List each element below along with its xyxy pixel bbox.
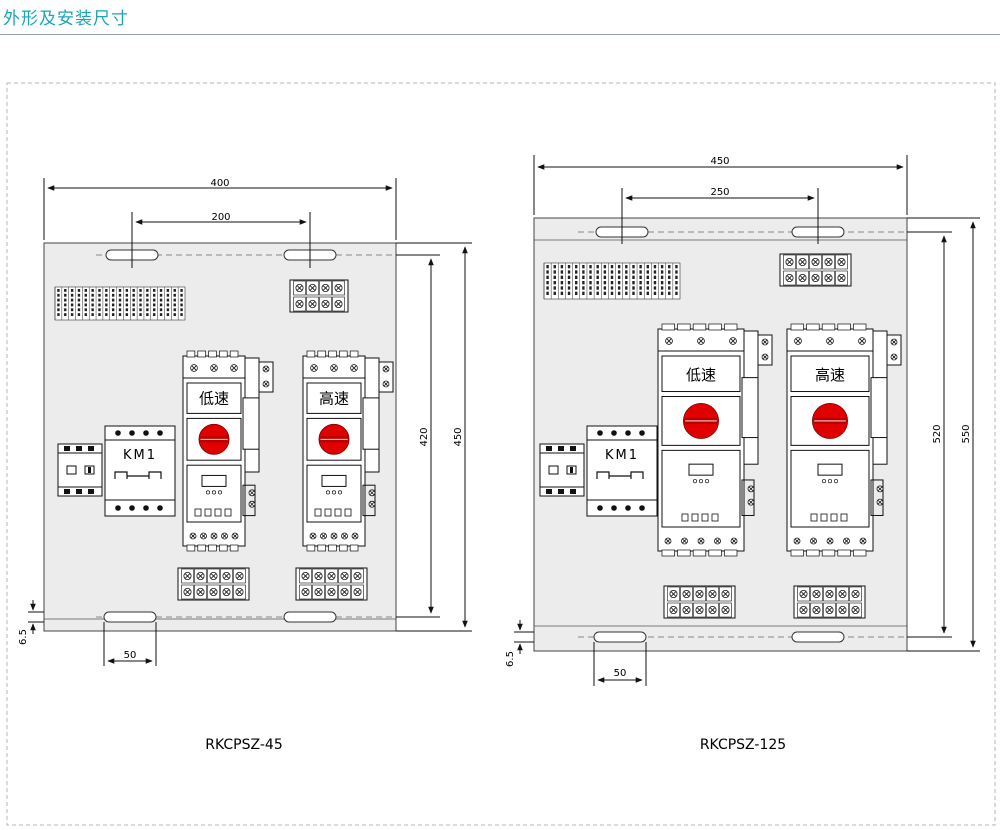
starter-label: 高速	[319, 390, 349, 408]
terminal-dot	[115, 505, 121, 511]
push-button-icon	[224, 508, 232, 517]
terminal-dot	[597, 430, 603, 436]
terminal-strip	[54, 286, 186, 321]
mounting-slot	[283, 611, 337, 623]
dim-slot: 50	[614, 668, 627, 679]
terminal-block	[295, 567, 368, 601]
relay-module	[57, 443, 103, 497]
terminal-block	[663, 585, 736, 619]
terminal-dot	[143, 505, 149, 511]
terminal-dot	[639, 430, 645, 436]
model-name: RKCPSZ-125	[700, 737, 786, 753]
contactor-label: KM1	[123, 448, 157, 463]
push-button-icon	[691, 513, 699, 522]
starter-low-speed: 低速	[657, 323, 773, 557]
dim-width: 400	[210, 178, 229, 189]
push-button-icon	[204, 508, 212, 517]
terminal-dot	[611, 505, 617, 511]
push-button-icon	[681, 513, 689, 522]
push-button-icon	[820, 513, 828, 522]
starter-high-speed: 高速	[786, 323, 902, 557]
dim-height-inner: 520	[932, 424, 943, 443]
terminal-block	[793, 585, 866, 619]
starter-label: 低速	[686, 366, 716, 384]
contactor-km1: KM1	[104, 425, 176, 517]
dim-edge: 6.5	[505, 651, 516, 667]
mounting-slot	[791, 631, 845, 643]
push-button-icon	[711, 513, 719, 522]
contactor-label: KM1	[605, 448, 639, 463]
terminal-block	[177, 567, 250, 601]
header-divider	[0, 34, 1000, 35]
push-button-icon	[334, 508, 342, 517]
dim-slot: 50	[124, 650, 137, 661]
terminal-dot	[611, 430, 617, 436]
starter-low-speed: 低速	[182, 350, 274, 552]
dim-height-outer: 550	[961, 424, 972, 443]
terminal-dot	[143, 430, 149, 436]
starter-label: 低速	[199, 390, 229, 408]
dim-hole-spacing: 250	[710, 187, 729, 198]
push-button-icon	[214, 508, 222, 517]
dim-height-inner: 420	[419, 427, 430, 446]
push-button-icon	[810, 513, 818, 522]
push-button-icon	[840, 513, 848, 522]
terminal-dot	[639, 505, 645, 511]
page-header: 外形及安装尺寸	[0, 0, 1000, 38]
push-button-icon	[701, 513, 709, 522]
push-button-icon	[194, 508, 202, 517]
starter-label: 高速	[815, 366, 845, 384]
terminal-dot	[129, 505, 135, 511]
push-button-icon	[314, 508, 322, 517]
mounting-slot	[593, 631, 647, 643]
terminal-strip	[543, 262, 681, 300]
dim-width: 450	[710, 156, 729, 167]
terminal-block	[289, 279, 349, 313]
starter-high-speed: 高速	[302, 350, 394, 552]
drawing-frame	[6, 82, 996, 826]
dim-hole-spacing: 200	[211, 212, 230, 223]
terminal-dot	[115, 430, 121, 436]
terminal-dot	[157, 505, 163, 511]
push-button-icon	[344, 508, 352, 517]
push-button-icon	[830, 513, 838, 522]
model-rkcpsz-45: KM1 低速 高速 400 200 420 450	[18, 178, 472, 753]
dim-height-outer: 450	[453, 427, 464, 446]
terminal-dot	[625, 505, 631, 511]
relay-module	[539, 443, 585, 497]
page-title: 外形及安装尺寸	[3, 9, 129, 29]
terminal-dot	[625, 430, 631, 436]
model-rkcpsz-125: KM1 低速 高速 450 250 520 550 50	[505, 155, 980, 753]
terminal-dot	[597, 505, 603, 511]
push-button-icon	[324, 508, 332, 517]
terminal-dot	[129, 430, 135, 436]
mounting-slot	[103, 611, 157, 623]
terminal-dot	[157, 430, 163, 436]
terminal-block	[779, 253, 852, 287]
dim-edge: 6.5	[18, 629, 29, 645]
contactor-km1: KM1	[586, 425, 658, 517]
model-name: RKCPSZ-45	[205, 737, 282, 753]
